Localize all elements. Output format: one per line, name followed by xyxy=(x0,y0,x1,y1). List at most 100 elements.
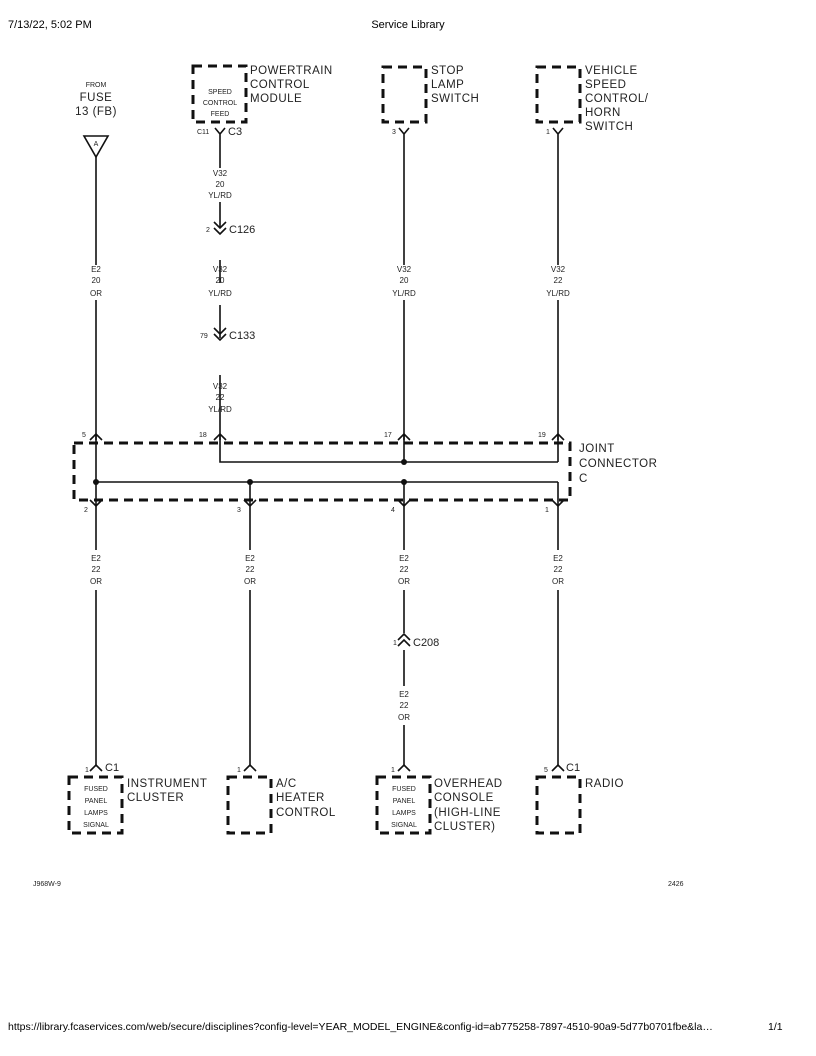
vsc-label: CONTROL/ xyxy=(585,93,649,105)
wire-gauge: 22 xyxy=(216,393,225,402)
top-wires xyxy=(95,127,564,440)
ic-connector: C1 xyxy=(105,762,119,774)
oh-pin: 1 xyxy=(391,767,395,774)
stop-switch-box xyxy=(381,65,428,124)
wire-circuit: E2 xyxy=(91,554,101,563)
wire-color: OR xyxy=(398,713,410,722)
wire-circuit: E2 xyxy=(399,554,409,563)
joint-pin: 17 xyxy=(384,432,392,439)
joint-pin: 3 xyxy=(237,507,241,514)
fuse-label: FUSE xyxy=(80,92,113,104)
wire-color: YL/RD xyxy=(546,289,570,298)
oh-label: CLUSTER) xyxy=(434,821,496,833)
wire-circuit: V32 xyxy=(213,265,228,274)
radio-pin: 5 xyxy=(544,767,548,774)
splice-marker-label: A xyxy=(94,141,99,148)
ic-pin-function: LAMPS xyxy=(84,810,108,817)
radio-label: RADIO xyxy=(585,778,624,790)
ic-pin-function: PANEL xyxy=(85,798,108,805)
vsc-label: SWITCH xyxy=(585,121,633,133)
fuse-from: FROM xyxy=(86,82,107,89)
wire-color: OR xyxy=(90,577,102,586)
inline-pin: 79 xyxy=(200,333,208,340)
ic-label: CLUSTER xyxy=(127,792,184,804)
splice-marker-icon xyxy=(82,135,110,159)
joint-pin: 19 xyxy=(538,432,546,439)
oh-pin-function: SIGNAL xyxy=(391,822,417,829)
pcm-pin-function: SPEED xyxy=(208,89,232,96)
wire-color: OR xyxy=(552,577,564,586)
pcm-label: MODULE xyxy=(250,93,302,105)
vsc-label: HORN xyxy=(585,107,621,119)
ac-label: CONTROL xyxy=(276,807,336,819)
wire-color: YL/RD xyxy=(392,289,416,298)
joint-pin: 5 xyxy=(82,432,86,439)
wire-circuit: V32 xyxy=(551,265,566,274)
wire-circuit: V32 xyxy=(213,169,228,178)
wire-color: OR xyxy=(244,577,256,586)
ac-connector-box xyxy=(226,775,273,835)
joint-pin: 18 xyxy=(199,432,207,439)
ic-pin-function: FUSED xyxy=(84,786,108,793)
vsc-switch-box xyxy=(535,65,582,124)
oh-label: CONSOLE xyxy=(434,792,494,804)
pcm-pin-function: CONTROL xyxy=(203,100,237,107)
wire-gauge: 22 xyxy=(92,565,101,574)
oh-connector-box xyxy=(375,775,432,835)
pcm-label: CONTROL xyxy=(250,79,310,91)
oh-label: OVERHEAD xyxy=(434,778,503,790)
figure-number: 2426 xyxy=(668,881,684,888)
stop-label: STOP xyxy=(431,65,464,77)
wire-gauge: 20 xyxy=(216,180,225,189)
joint-pin: 2 xyxy=(84,507,88,514)
oh-pin-function: LAMPS xyxy=(392,810,416,817)
inline-connector-c126: C126 xyxy=(229,224,255,236)
joint-label: JOINT xyxy=(579,443,615,455)
wire-circuit: E2 xyxy=(553,554,563,563)
joint-pin: 4 xyxy=(391,507,395,514)
joint-pin: 1 xyxy=(545,507,549,514)
inline-connector-c208: C208 xyxy=(413,637,439,649)
wire-color: YL/RD xyxy=(208,191,232,200)
joint-label: C xyxy=(579,473,588,485)
wire-circuit: E2 xyxy=(245,554,255,563)
wire-gauge: 22 xyxy=(246,565,255,574)
inline-connector-c133: C133 xyxy=(229,330,255,342)
pcm-cavity: C11 xyxy=(197,129,209,136)
oh-pin-function: PANEL xyxy=(393,798,416,805)
print-datetime: 7/13/22, 5:02 PM xyxy=(8,19,92,31)
vsc-label: SPEED xyxy=(585,79,627,91)
stop-label: SWITCH xyxy=(431,93,479,105)
wire-color: OR xyxy=(90,289,102,298)
wire-gauge: 22 xyxy=(400,701,409,710)
bottom-wires xyxy=(89,506,565,772)
wire-gauge: 22 xyxy=(400,565,409,574)
stop-pin: 3 xyxy=(392,129,396,136)
pcm-connector: C3 xyxy=(228,126,242,138)
wire-color: YL/RD xyxy=(208,405,232,414)
wire-color: YL/RD xyxy=(208,289,232,298)
inline-pin: 1 xyxy=(393,640,397,647)
wire-gauge: 20 xyxy=(92,276,101,285)
pcm-connector-box xyxy=(191,64,248,124)
pcm-pin-function: FEED xyxy=(211,111,230,118)
vsc-label: VEHICLE xyxy=(585,65,638,77)
radio-connector: C1 xyxy=(566,762,580,774)
wire-gauge: 22 xyxy=(554,276,563,285)
stop-label: LAMP xyxy=(431,79,464,91)
page-url: https://library.fcaservices.com/web/secu… xyxy=(8,1021,713,1033)
oh-label: (HIGH-LINE xyxy=(434,807,501,819)
wire-gauge: 20 xyxy=(216,276,225,285)
inline-pin: 2 xyxy=(206,227,210,234)
pcm-label: POWERTRAIN xyxy=(250,65,333,77)
ic-pin-function: SIGNAL xyxy=(83,822,109,829)
ac-pin: 1 xyxy=(237,767,241,774)
figure-id: J968W-9 xyxy=(33,881,61,888)
wire-gauge: 20 xyxy=(400,276,409,285)
joint-connector-box xyxy=(72,441,572,502)
ic-pin: 1 xyxy=(85,767,89,774)
fuse-number: 13 (FB) xyxy=(75,106,117,118)
wire-circuit: V32 xyxy=(213,382,228,391)
wire-gauge: 22 xyxy=(554,565,563,574)
